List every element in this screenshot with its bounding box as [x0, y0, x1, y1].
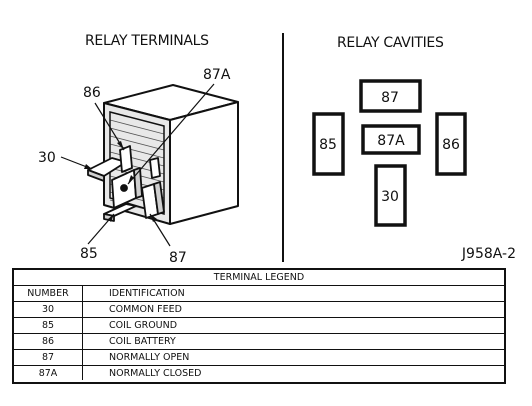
cavity-label-87a: 87A: [377, 133, 405, 149]
legend-identification: COIL BATTERY: [109, 336, 176, 347]
terminal-86-blade: [119, 145, 133, 173]
legend-identification: NORMALLY OPEN: [109, 352, 190, 363]
legend-number: 87: [14, 350, 83, 365]
terminal-label-87a: 87A: [203, 67, 231, 83]
cavity-87a: [361, 124, 421, 155]
terminal-legend-table: TERMINAL LEGEND NUMBER IDENTIFICATION 30…: [12, 268, 506, 384]
legend-title: TERMINAL LEGEND: [14, 270, 504, 286]
legend-number: 85: [14, 318, 83, 333]
cavity-label-30: 30: [381, 189, 399, 205]
blade-terminals: [87, 145, 165, 222]
terminal-label-86: 86: [83, 85, 101, 101]
legend-row: 86 COIL BATTERY: [14, 334, 504, 350]
legend-row: 30 COMMON FEED: [14, 302, 504, 318]
legend-header-number: NUMBER: [14, 286, 83, 301]
legend-number: 87A: [14, 366, 83, 380]
legend-identification: COIL GROUND: [109, 320, 178, 331]
cavity-label-86: 86: [442, 137, 460, 153]
cavity-87: [359, 79, 422, 113]
relay-cavities-title: RELAY CAVITIES: [337, 35, 444, 51]
legend-header-identification: IDENTIFICATION: [109, 288, 185, 299]
cavity-30: [374, 164, 407, 227]
relay-terminals-title: RELAY TERMINALS: [85, 33, 209, 49]
legend-identification: NORMALLY CLOSED: [109, 368, 202, 379]
cavity-label-85: 85: [319, 137, 337, 153]
legend-row: 85 COIL GROUND: [14, 318, 504, 334]
terminal-label-85: 85: [80, 246, 98, 262]
legend-row: 87 NORMALLY OPEN: [14, 350, 504, 366]
cavity-86: [435, 112, 467, 176]
cavity-85: [312, 112, 345, 176]
cavity-label-87: 87: [381, 90, 399, 106]
legend-identification: COMMON FEED: [109, 304, 182, 315]
cavity-boxes: [312, 79, 467, 227]
terminal-label-87: 87: [169, 250, 187, 266]
figure-code: J958A-2: [461, 246, 516, 262]
legend-number: 86: [14, 334, 83, 349]
legend-row: 87A NORMALLY CLOSED: [14, 366, 504, 380]
legend-header-row: NUMBER IDENTIFICATION: [14, 286, 504, 302]
legend-number: 30: [14, 302, 83, 317]
leader-arrowheads: [84, 141, 157, 222]
terminal-label-30: 30: [38, 150, 56, 166]
